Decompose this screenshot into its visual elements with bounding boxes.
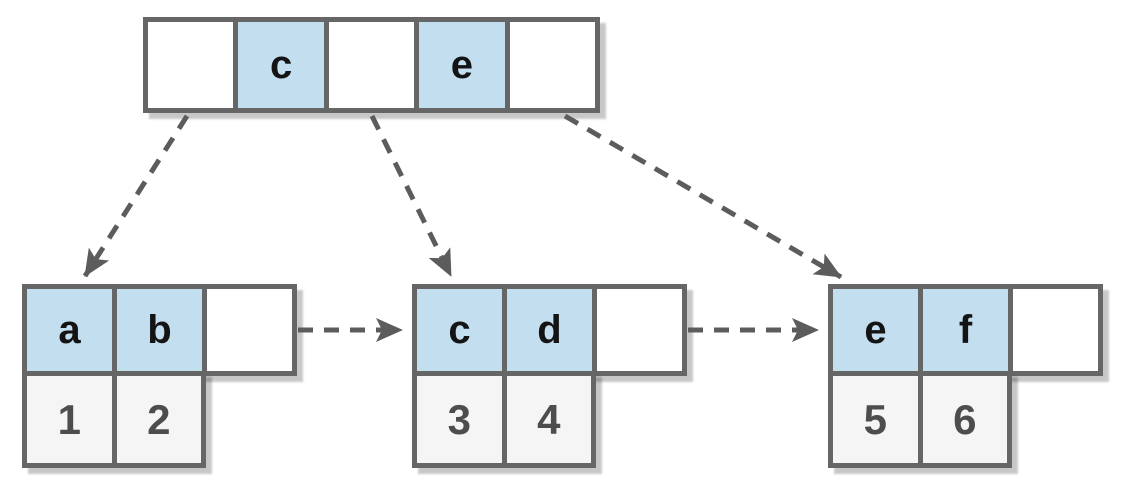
leaf-node-1-values: 1 2 <box>22 371 206 468</box>
leaf-1-key-cell-empty <box>202 289 292 371</box>
leaf-2-key-cell: c <box>417 289 502 371</box>
leaf-2-value-cell: 3 <box>417 376 502 463</box>
leaf-3-key-cell: f <box>918 289 1008 371</box>
leaf-1-value-cell: 2 <box>111 376 201 463</box>
leaf-node-2-values: 3 4 <box>412 371 596 468</box>
arrow-root-to-leaf-3-icon <box>563 113 843 280</box>
root-cell-2 <box>323 22 415 108</box>
leaf-1-key-cell: b <box>112 289 202 371</box>
leaf-1-value-cell: 1 <box>27 376 112 463</box>
leaf-node-2-keys: c d <box>412 284 687 376</box>
leaf-3-key-cell-empty <box>1008 289 1098 371</box>
root-cell-0 <box>148 22 234 108</box>
leaf-3-key-cell: e <box>833 289 918 371</box>
leaf-3-value-cell: 5 <box>833 376 918 463</box>
root-cell-3: e <box>414 22 505 108</box>
leaf-node-3-values: 5 6 <box>828 371 1012 468</box>
leaf-2-key-cell: d <box>502 289 592 371</box>
root-cell-1: c <box>233 22 324 108</box>
leaf-2-key-cell-empty <box>592 289 682 371</box>
leaf-3-value-cell: 6 <box>917 376 1007 463</box>
leaf-node-3-keys: e f <box>828 284 1103 376</box>
arrow-root-to-leaf-2-icon <box>369 114 454 278</box>
root-node: c e <box>143 17 600 113</box>
arrow-root-to-leaf-1-icon <box>82 114 190 278</box>
root-cell-4 <box>504 22 596 108</box>
leaf-node-1-keys: a b <box>22 284 297 376</box>
leaf-2-value-cell: 4 <box>501 376 591 463</box>
leaf-1-key-cell: a <box>27 289 112 371</box>
